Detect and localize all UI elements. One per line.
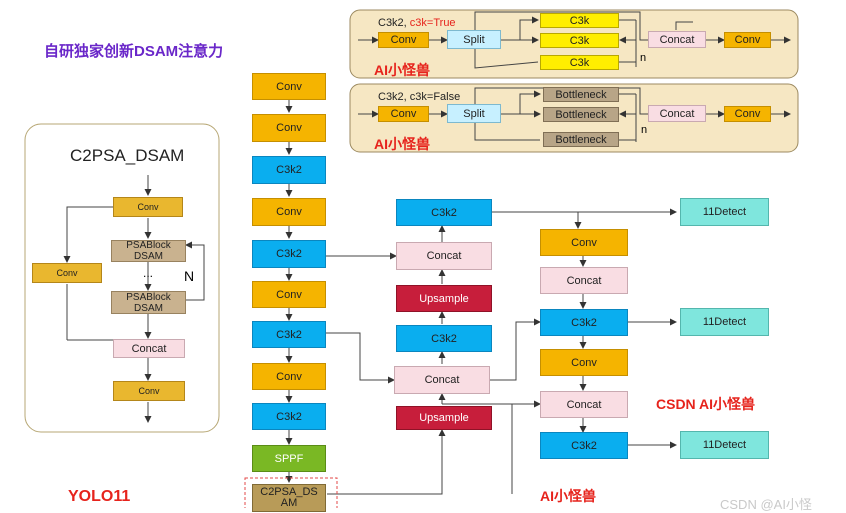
legend-false-n: n [641, 124, 648, 136]
neck-mid-upsample-bottom: Upsample [396, 406, 492, 430]
c2psa-conv-side: Conv [32, 263, 102, 283]
legend-true-split: Split [447, 30, 501, 49]
legend-true-flag: c3k=True [409, 17, 456, 29]
detect-head-3: 11Detect [680, 431, 769, 459]
backbone-block-3: C3k2 [252, 156, 326, 184]
legend-true-conv-in: Conv [378, 32, 429, 48]
c2psa-psablock-2-line2: DSAM [134, 302, 163, 314]
neck-right-conv-bottom: Conv [540, 349, 628, 376]
legend-true-prefix: C3k2, [378, 17, 410, 29]
legend-false-watermark: AI小怪兽 [374, 136, 430, 152]
legend-false-bottleneck-3: Bottleneck [543, 132, 619, 147]
c2psa-n-label: N [184, 268, 195, 284]
yolo-label: YOLO11 [68, 488, 131, 505]
c2psa-psablock-1-line1: PSABlock [126, 240, 171, 251]
c2psa-conv-bottom: Conv [113, 381, 185, 401]
neck-right-concat-bottom: Concat [540, 391, 628, 418]
legend-true-concat: Concat [648, 31, 706, 48]
legend-true-c3k-1: C3k [540, 13, 619, 28]
backbone-block-6: Conv [252, 281, 326, 308]
backbone-block-5: C3k2 [252, 240, 326, 268]
backbone-block-4: Conv [252, 198, 326, 226]
legend-false-conv-out: Conv [724, 106, 771, 122]
backbone-block-7: C3k2 [252, 321, 326, 348]
legend-true-n: n [640, 52, 647, 64]
backbone-block-2: Conv [252, 114, 326, 142]
backbone-c2psa-line1: C2PSA_DS [260, 486, 318, 498]
neck-mid-upsample-top: Upsample [396, 285, 492, 312]
backbone-c2psa-line2: AM [280, 497, 298, 509]
legend-true-c3k-2: C3k [540, 33, 619, 48]
legend-false-concat: Concat [648, 105, 706, 122]
neck-mid-c3k2-bottom: C3k2 [396, 325, 492, 352]
neck-mid-concat-bottom: Concat [394, 366, 490, 394]
c2psa-psablock-1: PSABlock DSAM [111, 240, 186, 262]
neck-right-c3k2-mid: C3k2 [540, 309, 628, 336]
legend-true-caption: C3k2, c3k=True [378, 17, 456, 29]
backbone-c2psa-dsam: C2PSA_DS AM [252, 484, 326, 512]
backbone-sppf: SPPF [252, 445, 326, 472]
legend-false-split: Split [447, 104, 501, 123]
legend-false-caption: C3k2, c3k=False [378, 91, 461, 103]
neck-right-conv-top: Conv [540, 229, 628, 256]
detect-head-1: 11Detect [680, 198, 769, 226]
c2psa-conv-top: Conv [113, 197, 183, 217]
neck-mid-concat-top: Concat [396, 242, 492, 270]
c2psa-psablock-1-line2: DSAM [134, 251, 163, 262]
backbone-block-9: C3k2 [252, 403, 326, 430]
watermark-csdn: CSDN AI小怪兽 [656, 396, 756, 412]
backbone-block-8: Conv [252, 363, 326, 390]
neck-mid-c3k2-top: C3k2 [396, 199, 492, 226]
page-title: 自研独家创新DSAM注意力 [44, 43, 224, 60]
detect-head-2: 11Detect [680, 308, 769, 336]
c2psa-concat: Concat [113, 339, 185, 358]
c2psa-psablock-2: PSABlock DSAM [111, 291, 186, 314]
csdn-footer: CSDN @AI小怪 [720, 497, 812, 512]
legend-true-c3k-3: C3k [540, 55, 619, 70]
c2psa-dots: ... [143, 266, 154, 280]
neck-right-c3k2-bottom: C3k2 [540, 432, 628, 459]
watermark-bottom: AI小怪兽 [540, 488, 596, 504]
neck-right-concat-top: Concat [540, 267, 628, 294]
c2psa-title: C2PSA_DSAM [70, 146, 185, 165]
legend-true-watermark: AI小怪兽 [374, 62, 430, 78]
legend-true-conv-out: Conv [724, 32, 771, 48]
legend-false-bottleneck-1: Bottleneck [543, 87, 619, 102]
backbone-block-1: Conv [252, 73, 326, 100]
legend-false-bottleneck-2: Bottleneck [543, 107, 619, 122]
legend-false-conv-in: Conv [378, 106, 429, 122]
c2psa-psablock-2-line1: PSABlock [126, 291, 171, 303]
